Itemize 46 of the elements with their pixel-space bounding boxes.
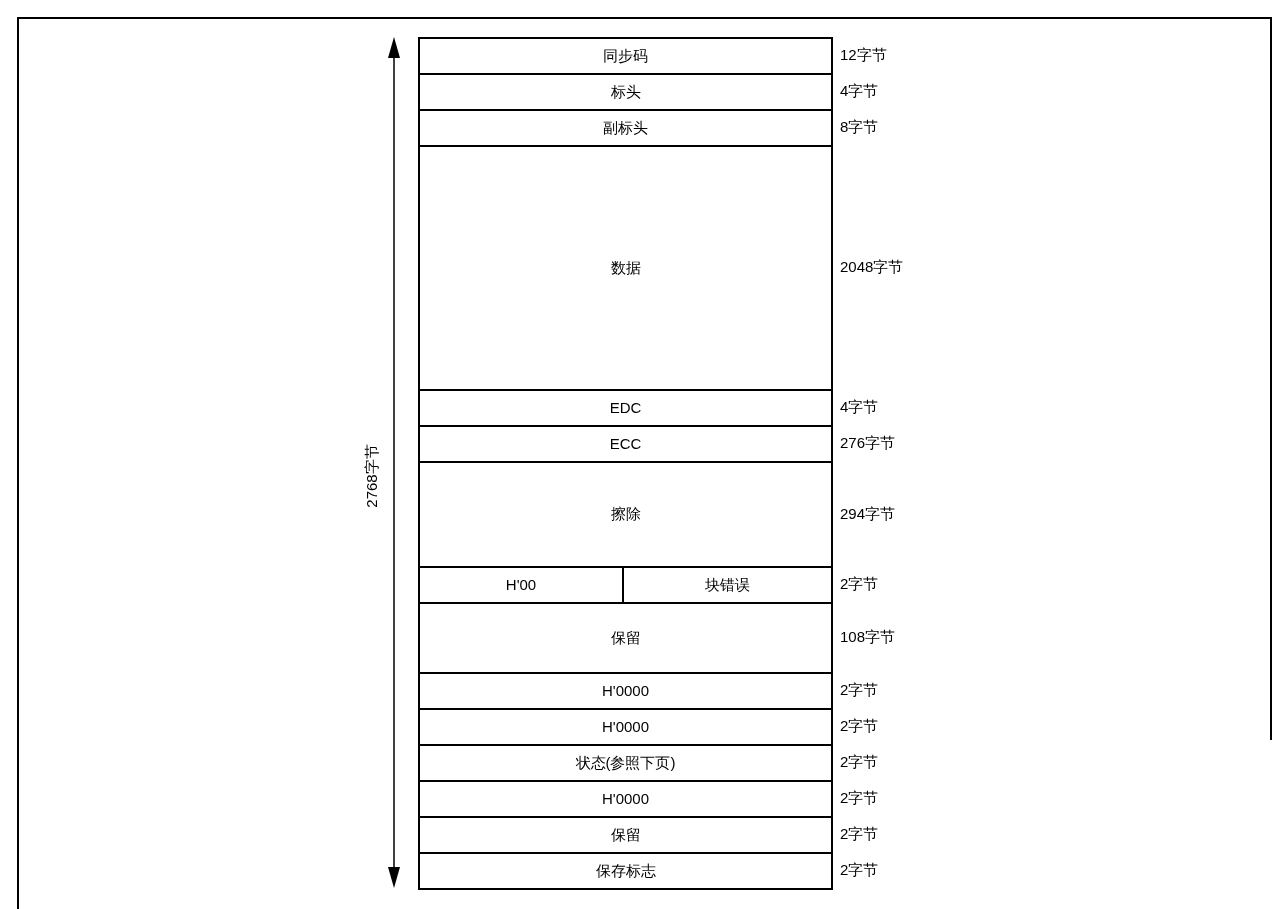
size-label: 2字节 xyxy=(840,716,879,736)
size-label: 8字节 xyxy=(840,117,879,137)
field-box xyxy=(418,708,833,746)
field-box xyxy=(418,425,833,463)
field-name: 状态(参照下页) xyxy=(575,752,676,773)
field-box xyxy=(418,744,833,782)
field-name: H'0000 xyxy=(601,788,650,809)
field-box xyxy=(418,780,833,818)
field-name: H'0000 xyxy=(601,680,650,701)
field-name: 副标头 xyxy=(603,117,648,138)
field-name: EDC xyxy=(609,397,642,418)
field-name: 保留 xyxy=(610,824,641,845)
size-label: 2字节 xyxy=(840,680,879,700)
size-label: 2字节 xyxy=(840,574,879,594)
total-size-label: 2768字节 xyxy=(362,443,381,510)
size-label: 294字节 xyxy=(840,503,896,524)
size-label: 2048字节 xyxy=(840,257,904,277)
field-box xyxy=(418,37,833,75)
field-name: 数据 xyxy=(610,257,641,278)
field-box xyxy=(418,672,833,710)
field-box xyxy=(418,109,833,147)
size-label: 108字节 xyxy=(840,627,896,647)
field-name: 保留 xyxy=(610,627,641,648)
field-name: H'0000 xyxy=(601,716,650,737)
field-name: ECC xyxy=(609,433,642,454)
size-label: 2字节 xyxy=(840,824,879,844)
field-box xyxy=(418,461,833,568)
size-label: 276字节 xyxy=(840,433,896,453)
field-name: H'00 xyxy=(505,574,537,595)
field-name: 保存标志 xyxy=(595,860,656,881)
field-name: 同步码 xyxy=(603,45,648,66)
field-box xyxy=(418,389,833,427)
field-name: 块错误 xyxy=(705,574,750,595)
field-box xyxy=(418,602,833,674)
field-box xyxy=(418,145,833,391)
size-label: 2字节 xyxy=(840,752,879,772)
size-label: 12字节 xyxy=(840,45,887,65)
size-label: 4字节 xyxy=(840,397,879,417)
size-label: 2字节 xyxy=(840,860,879,880)
field-box xyxy=(418,73,833,111)
field-box xyxy=(418,816,833,854)
field-name: 擦除 xyxy=(610,504,641,525)
field-name: 标头 xyxy=(610,81,641,102)
field-box xyxy=(418,852,833,890)
size-label: 4字节 xyxy=(840,81,879,101)
size-label: 2字节 xyxy=(840,788,879,808)
